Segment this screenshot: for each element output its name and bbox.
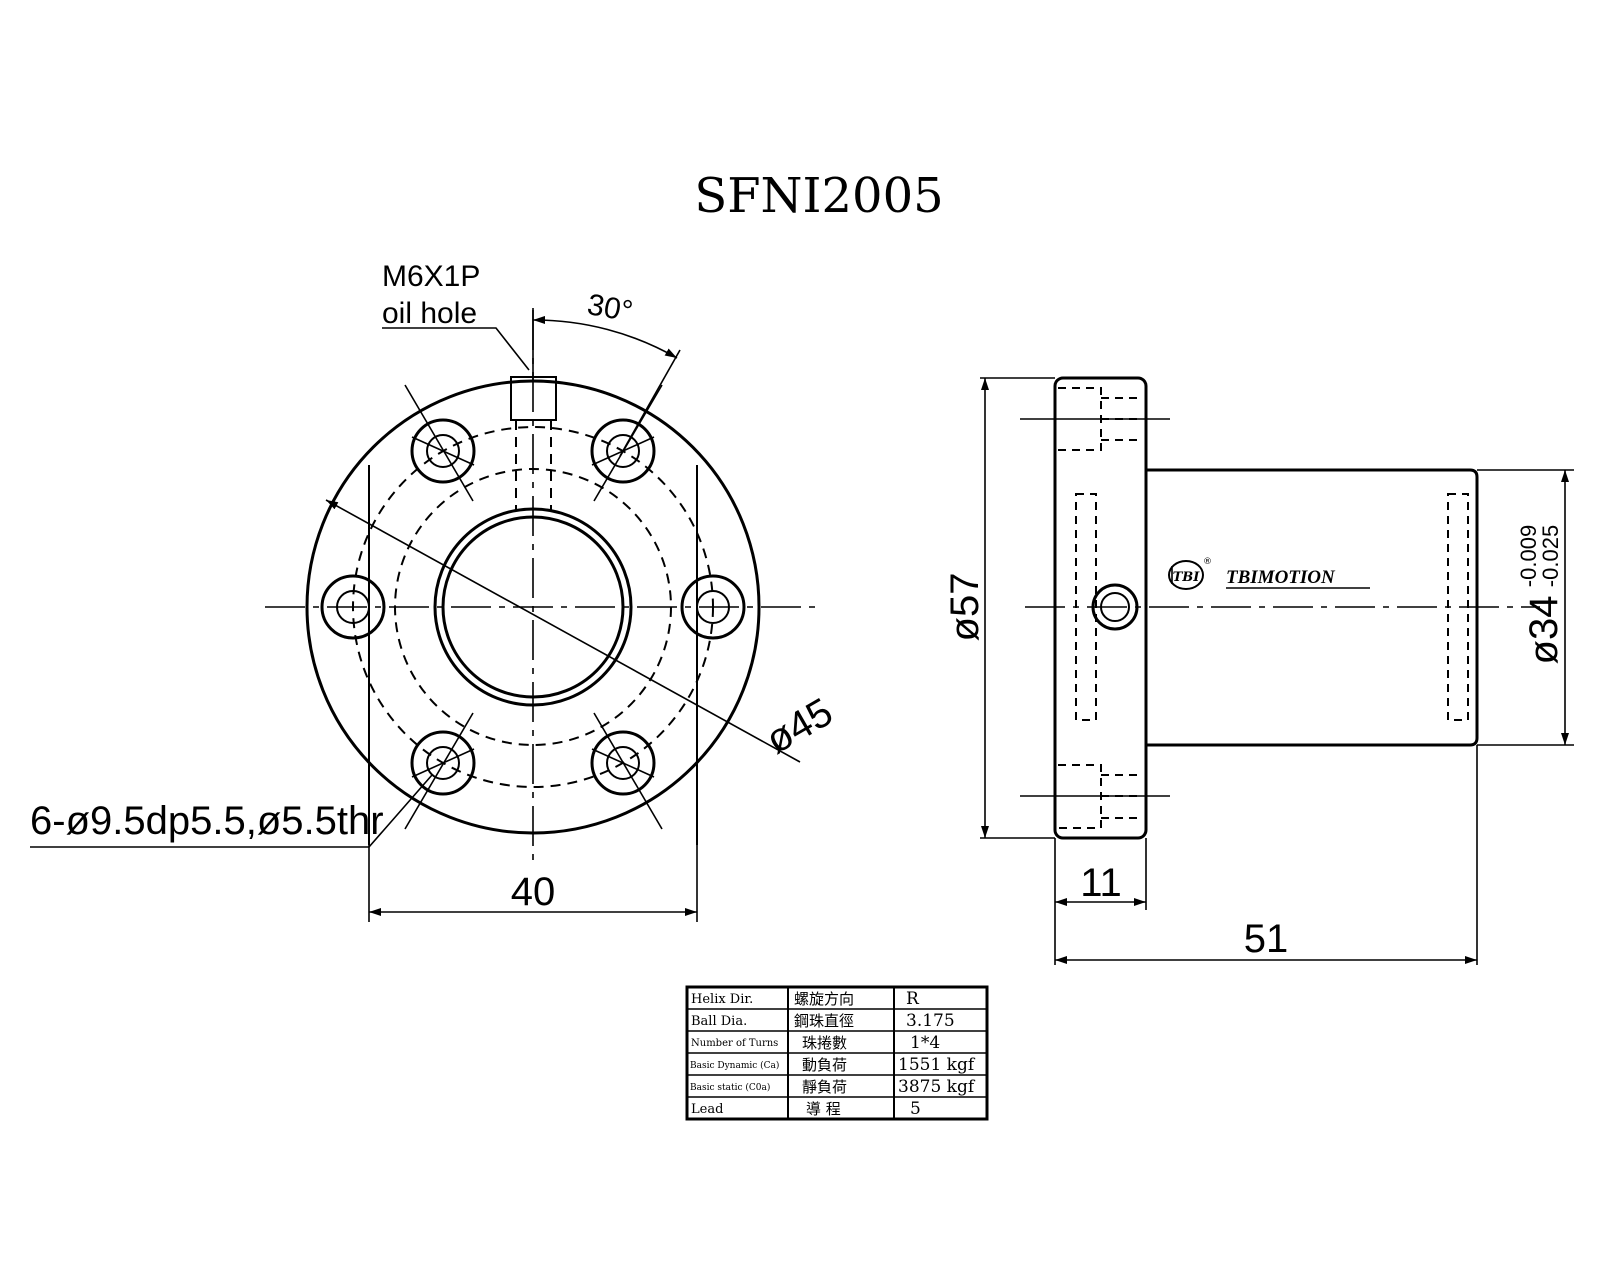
- table-row-en: Number of Turns: [691, 1038, 778, 1049]
- flange-side: [1053, 376, 1148, 840]
- hole-spec-label: 6-ø9.5dp5.5,ø5.5thr: [30, 799, 384, 843]
- spec-table: Helix Dir. 螺旋方向 R Ball Dia. 鋼珠直徑 3.175 N…: [685, 985, 989, 1121]
- mounting-holes: [320, 384, 746, 830]
- body-dia-label: ø34: [1522, 596, 1566, 665]
- table-row-zh: 鋼珠直徑: [794, 1012, 854, 1030]
- tol-lower-label: -0.025: [1538, 525, 1563, 587]
- tol-upper-label: -0.009: [1516, 525, 1541, 587]
- angle-label: 30°: [585, 288, 635, 328]
- table-row-en: Basic Dynamic (Ca): [690, 1060, 779, 1071]
- brand-name: TBIMOTION: [1226, 567, 1336, 588]
- table-row-val: 1*4: [910, 1033, 940, 1053]
- table-row-val: 3875 kgf: [898, 1077, 976, 1097]
- table-row-en: Lead: [691, 1102, 723, 1117]
- table-row-en: Helix Dir.: [691, 992, 753, 1007]
- logo-ring-icon: [1168, 560, 1204, 590]
- front-view: M6X1P oil hole 30° ø45 6-ø9.5dp5.5,ø5.5t…: [30, 260, 840, 922]
- flange-outline: [305, 379, 761, 835]
- drawing-title: SFNI2005: [694, 168, 943, 224]
- pitch-circle: [352, 426, 714, 788]
- table-row-zh: 導 程: [806, 1100, 841, 1118]
- brand-logo: TBI ® TBIMOTION: [1168, 557, 1370, 590]
- table-row-val: 3.175: [906, 1011, 955, 1031]
- flange-dia-label: ø57: [943, 573, 987, 642]
- brand-mark: ®: [1203, 557, 1212, 567]
- table-row-zh: 動負荷: [802, 1056, 847, 1074]
- pcd-label: ø45: [758, 690, 840, 763]
- side-view: TBI ® TBIMOTION ø57 ø34 -0.009 -0.025 11…: [943, 376, 1574, 965]
- table-row-en: Ball Dia.: [691, 1014, 747, 1029]
- flange-thickness-label: 11: [1080, 861, 1122, 905]
- table-row-val: 5: [910, 1099, 921, 1119]
- oil-hole-label: oil hole: [382, 297, 477, 330]
- table-row-en: Basic static (C0a): [690, 1082, 770, 1093]
- table-row-zh: 珠捲數: [802, 1034, 847, 1052]
- logo-text: TBI: [1173, 570, 1201, 585]
- length-label: 51: [1244, 917, 1289, 961]
- table-row-val: R: [906, 989, 920, 1009]
- oil-hole-thread-label: M6X1P: [382, 260, 480, 293]
- table-row-zh: 螺旋方向: [794, 990, 854, 1008]
- width-40-label: 40: [511, 870, 556, 914]
- table-row-val: 1551 kgf: [898, 1055, 976, 1075]
- table-row-zh: 靜負荷: [802, 1078, 847, 1096]
- bore: [433, 507, 633, 707]
